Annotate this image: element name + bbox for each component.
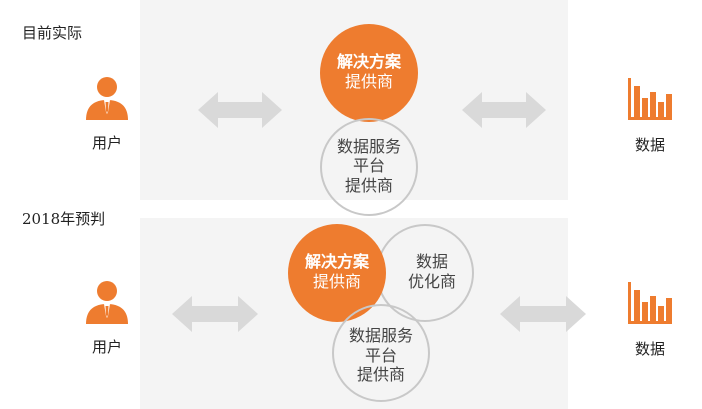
bar-chart-icon [628,78,672,120]
data-platform-line1: 数据服务 [336,138,401,156]
data-platform-line1: 数据服务 [348,328,413,346]
user-label: 用户 [91,134,122,152]
data-label: 数据 [634,340,665,358]
data-platform-line2: 平台 [364,347,397,365]
section-title-forecast: 2018年预判 [22,210,106,228]
solution-provider-line1: 解决方案 [336,54,401,72]
data-platform-line2: 平台 [352,158,385,176]
double-arrow-right [500,296,586,332]
double-arrow-right [462,92,546,128]
solution-provider-line1: 解决方案 [304,254,369,272]
data-platform-circle: 数据服务 平台 提供商 [320,118,418,216]
section-title-current: 目前实际 [22,24,83,42]
data-optimizer-line2: 优化商 [407,274,456,291]
solution-provider-line2: 提供商 [312,274,361,291]
user-icon [86,77,128,120]
bar-chart-icon [628,282,672,324]
user-label: 用户 [91,338,122,356]
double-arrow-left [172,296,258,332]
data-platform-circle: 数据服务 平台 提供商 [332,304,430,402]
data-platform-line3: 提供商 [356,367,405,385]
user-icon [86,281,128,324]
data-label: 数据 [634,136,665,154]
data-platform-line3: 提供商 [344,177,393,195]
solution-provider-line2: 提供商 [344,74,393,91]
solution-provider-circle: 解决方案 提供商 [320,24,418,122]
double-arrow-left [198,92,282,128]
data-optimizer-line1: 数据 [415,254,448,272]
